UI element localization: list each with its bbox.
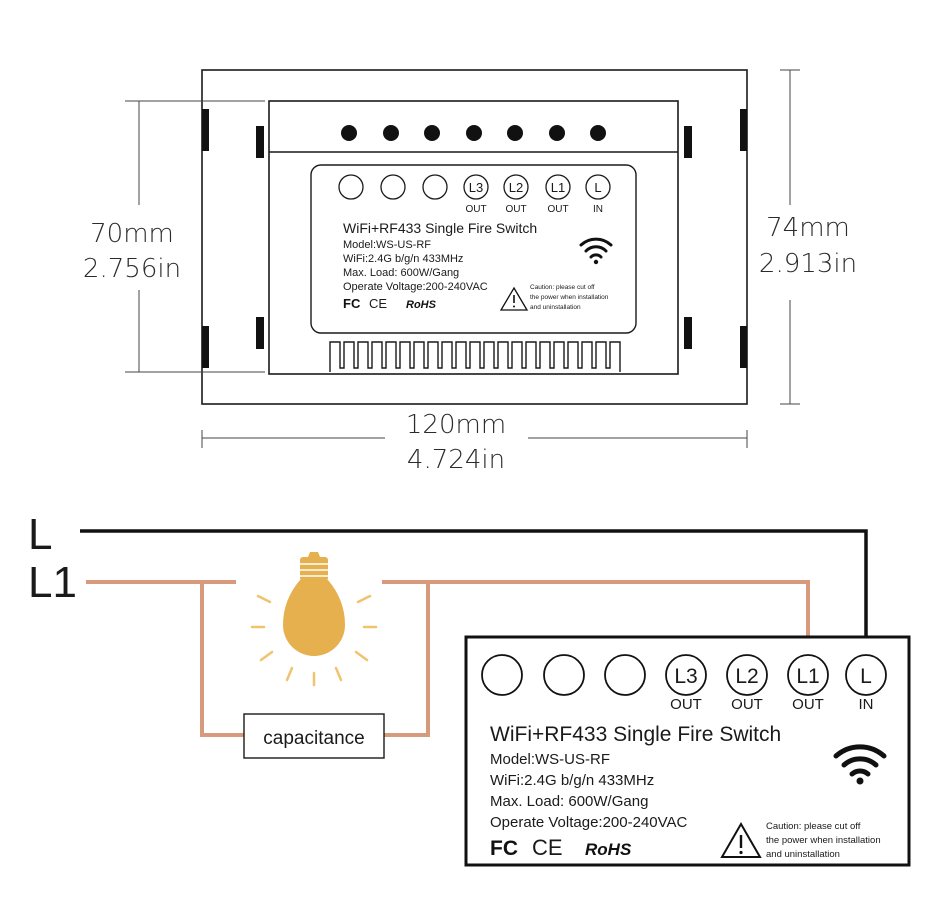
large-label-text: WiFi+RF433 Single Fire Switch Model:WS-U… — [490, 723, 881, 860]
small-rohs-mark: RoHS — [406, 299, 437, 311]
capacitance-label: capacitance — [263, 728, 364, 749]
switch-outline-drawing — [201, 69, 748, 405]
small-terminal-label: L — [594, 180, 601, 195]
dimension-lines — [125, 69, 800, 448]
terminal-label-L: L — [860, 665, 872, 688]
large-terminal-row: L3 L2 L1 L OUT OUT OUT IN — [481, 654, 887, 713]
small-wifi-spec: WiFi:2.4G b/g/n 433MHz — [343, 253, 463, 265]
rohs-mark: RoHS — [585, 840, 632, 859]
height-right-in: 2.913in — [759, 249, 857, 279]
device-voltage: Operate Voltage:200-240VAC — [490, 814, 688, 831]
terminal-sub-L3: OUT — [670, 696, 702, 713]
small-caution-1: Caution: please cut off — [530, 284, 595, 291]
live-wire-L — [80, 529, 868, 652]
wifi-icon — [579, 237, 613, 265]
small-ce-mark: CE — [369, 296, 387, 311]
small-label-text: WiFi+RF433 Single Fire Switch Model:WS-U… — [343, 220, 609, 311]
width-mm: 120mm — [406, 410, 506, 440]
ce-mark: CE — [532, 835, 563, 860]
small-terminal-label: L3 — [469, 180, 483, 195]
small-title: WiFi+RF433 Single Fire Switch — [343, 220, 537, 236]
load-wire-L1 — [86, 580, 810, 737]
capacitance-box — [243, 713, 385, 759]
small-terminal-sub: OUT — [547, 204, 568, 215]
label-panel-small — [310, 164, 637, 334]
terminal-label-L1: L1 — [796, 665, 819, 688]
small-voltage: Operate Voltage:200-240VAC — [343, 281, 488, 293]
terminal-sub-L1: OUT — [792, 696, 824, 713]
caution-line-1: Caution: please cut off — [766, 821, 861, 832]
vent-comb — [329, 341, 621, 372]
small-terminal-row: L3 L2 L1 L OUT OUT OUT IN — [338, 174, 611, 215]
small-fc-mark: FC — [343, 296, 361, 311]
small-caution-3: and uninstallation — [530, 304, 581, 311]
small-max-load: Max. Load: 600W/Gang — [343, 267, 459, 279]
device-model: Model:WS-US-RF — [490, 751, 610, 768]
small-model: Model:WS-US-RF — [343, 239, 431, 251]
height-left-in: 2.756in — [83, 254, 181, 284]
small-terminal-sub: OUT — [465, 204, 486, 215]
warning-triangle-icon — [499, 286, 529, 311]
warning-triangle-icon — [720, 821, 762, 858]
caution-line-2: the power when installation — [766, 835, 881, 846]
terminal-label-L2: L2 — [735, 665, 758, 688]
small-terminal-sub: IN — [593, 204, 603, 215]
device-max-load: Max. Load: 600W/Gang — [490, 793, 648, 810]
live-line-label: L — [28, 510, 52, 559]
load-line-label: L1 — [28, 558, 77, 607]
terminal-sub-L2: OUT — [731, 696, 763, 713]
small-terminal-label: L2 — [509, 180, 523, 195]
light-bulb-icon — [250, 552, 378, 687]
screw-row — [341, 125, 606, 141]
small-terminal-sub: OUT — [505, 204, 526, 215]
width-in: 4.724in — [407, 445, 505, 475]
height-left-mm: 70mm — [90, 219, 174, 249]
device-title: WiFi+RF433 Single Fire Switch — [490, 723, 781, 746]
fc-mark: FC — [490, 837, 518, 860]
terminal-sub-L: IN — [859, 696, 874, 713]
device-wifi-spec: WiFi:2.4G b/g/n 433MHz — [490, 772, 654, 789]
small-terminal-label: L1 — [551, 180, 565, 195]
height-right-mm: 74mm — [766, 213, 850, 243]
wifi-icon — [833, 744, 887, 785]
caution-line-3: and uninstallation — [766, 849, 840, 860]
small-caution-2: the power when installation — [530, 294, 609, 301]
terminal-label-L3: L3 — [674, 665, 697, 688]
